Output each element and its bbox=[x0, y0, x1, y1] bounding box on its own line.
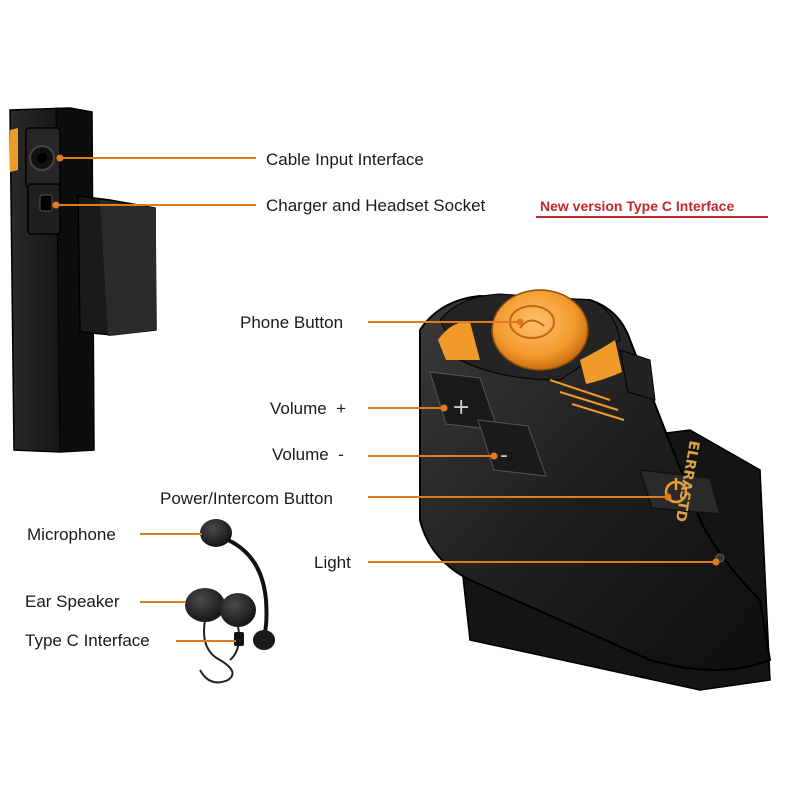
svg-text:+: + bbox=[452, 395, 470, 420]
label-new-version-note: New version Type C Interface bbox=[540, 198, 735, 214]
label-phone-button: Phone Button bbox=[240, 313, 344, 332]
label-ear-speaker: Ear Speaker bbox=[25, 592, 120, 611]
svg-text:-: - bbox=[500, 443, 508, 468]
label-charger-socket: Charger and Headset Socket bbox=[266, 196, 486, 215]
label-power-intercom: Power/Intercom Button bbox=[160, 489, 333, 508]
headset-accessories bbox=[185, 519, 275, 684]
label-cable-input: Cable Input Interface bbox=[266, 150, 424, 169]
label-volume-plus: Volume + bbox=[270, 399, 347, 418]
label-type-c: Type C Interface bbox=[25, 631, 150, 650]
main-device: + - ELRRASTD bbox=[419, 289, 772, 691]
label-light: Light bbox=[314, 553, 351, 572]
note-underline bbox=[536, 216, 768, 218]
leader-lines bbox=[52, 154, 720, 642]
label-microphone: Microphone bbox=[27, 525, 116, 544]
label-volume-minus: Volume - bbox=[272, 445, 344, 464]
side-view-device bbox=[9, 107, 157, 453]
